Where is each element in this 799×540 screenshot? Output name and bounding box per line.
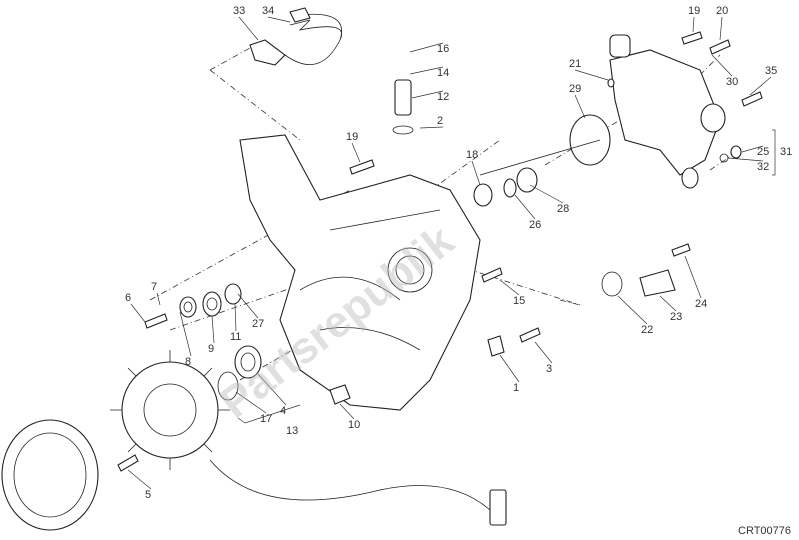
callout-label-22: 22	[641, 324, 653, 336]
leader-line	[659, 295, 677, 312]
callout-label-6: 6	[125, 292, 131, 304]
callout-label-13: 13	[286, 425, 298, 437]
stator	[121, 361, 219, 459]
callout-label-21: 21	[569, 58, 581, 70]
leader-line	[727, 157, 764, 162]
leader-line	[534, 341, 553, 364]
callout-label-9: 9	[208, 343, 214, 355]
flywheel-rotor	[1, 419, 99, 531]
callout-label-34: 34	[262, 5, 274, 17]
leader-line	[238, 16, 259, 41]
leader-line	[409, 66, 444, 75]
drawing-code: CRT00776	[738, 525, 791, 537]
leader-line	[130, 303, 146, 323]
leader-line	[411, 90, 444, 99]
generator-cover	[239, 134, 481, 411]
leader-line	[719, 16, 723, 41]
leader-line	[211, 315, 215, 344]
leader-line	[574, 69, 609, 81]
callout-label-18: 18	[466, 149, 478, 161]
leader-line	[235, 391, 267, 414]
callout-label-20: 20	[716, 5, 728, 17]
leader-line	[471, 160, 481, 186]
callout-label-1: 1	[513, 382, 519, 394]
leader-line	[179, 311, 192, 357]
leader-line	[499, 279, 520, 296]
leader-line	[257, 373, 287, 406]
leader-line	[409, 42, 444, 53]
leader-line	[234, 303, 237, 332]
leader-line	[749, 76, 772, 96]
callout-label-11: 11	[230, 331, 241, 343]
leader-line	[499, 354, 520, 383]
callout-label-14: 14	[437, 67, 449, 79]
leader-line	[267, 16, 291, 23]
leader-line	[574, 94, 586, 119]
callout-label-25: 25	[757, 146, 769, 158]
callout-label-2: 2	[437, 115, 443, 127]
callout-label-15: 15	[513, 295, 525, 307]
leader-line	[351, 142, 361, 163]
callout-label-5: 5	[145, 489, 151, 501]
callout-label-29: 29	[569, 83, 581, 95]
callout-label-23: 23	[670, 311, 682, 323]
callout-label-19: 19	[688, 5, 700, 17]
leader-line	[684, 255, 702, 299]
callout-label-8: 8	[185, 356, 191, 368]
callout-label-17: 17	[260, 413, 272, 425]
callout-label-30: 30	[726, 76, 738, 88]
leader-line	[529, 184, 564, 204]
callout-label-31: 31	[780, 146, 792, 158]
callout-label-7: 7	[151, 281, 157, 293]
callout-label-16: 16	[437, 43, 449, 55]
callout-label-4: 4	[280, 405, 286, 417]
callout-label-24: 24	[695, 298, 707, 310]
leader-line	[339, 403, 355, 420]
callout-label-19: 19	[346, 131, 358, 143]
callout-label-3: 3	[546, 363, 552, 375]
callout-label-26: 26	[529, 219, 541, 231]
leader-line	[127, 469, 152, 490]
callout-label-12: 12	[437, 91, 449, 103]
leader-line	[237, 293, 259, 319]
callout-label-35: 35	[765, 65, 777, 77]
leader-line	[156, 292, 161, 306]
leader-line	[617, 295, 648, 325]
leader-line	[692, 16, 695, 33]
callout-label-33: 33	[233, 5, 245, 17]
callout-label-32: 32	[757, 161, 769, 173]
callout-label-10: 10	[348, 419, 360, 431]
leader-line	[711, 54, 733, 77]
leader-line	[741, 145, 764, 153]
callout-label-27: 27	[252, 318, 264, 330]
callout-label-28: 28	[557, 203, 569, 215]
water-pump-body	[609, 49, 721, 176]
leader-line	[419, 126, 444, 129]
leader-line	[514, 194, 536, 220]
